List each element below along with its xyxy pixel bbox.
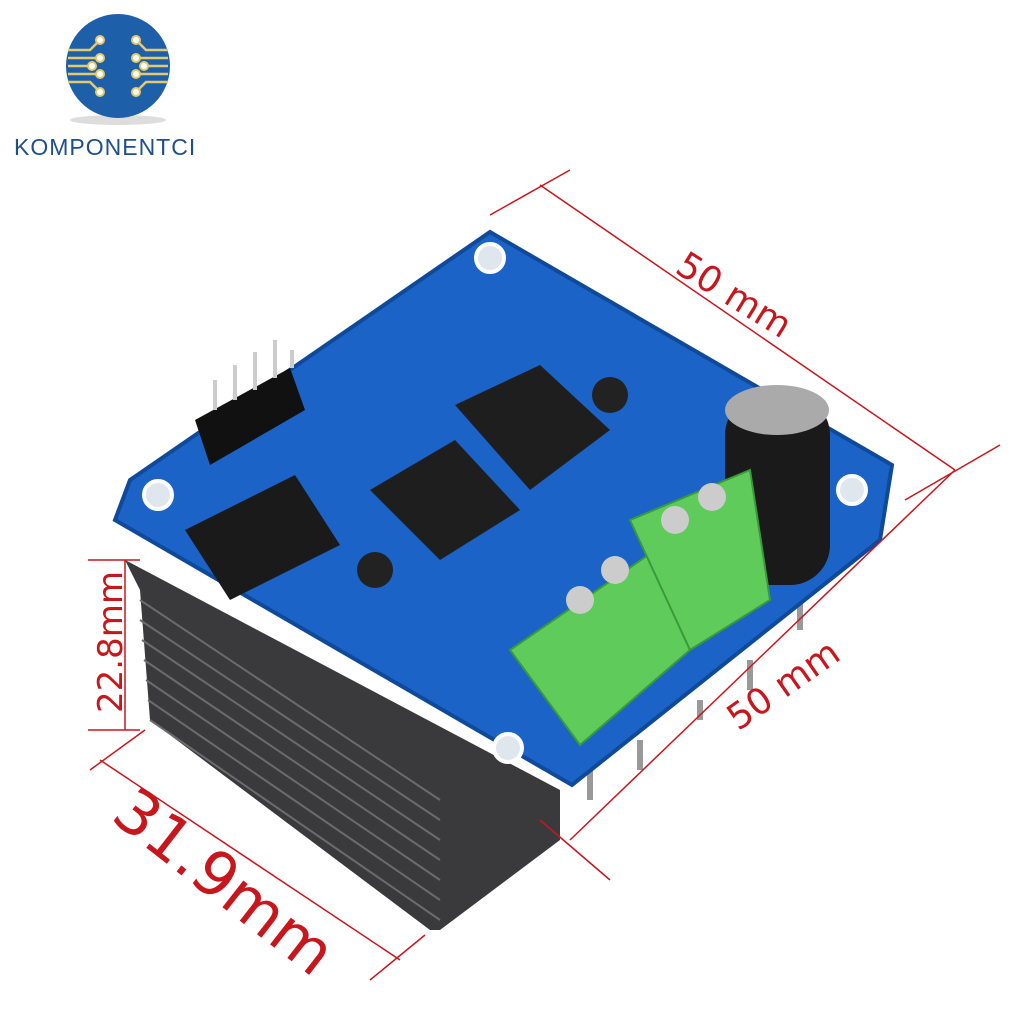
dimension-lines xyxy=(88,169,1001,981)
dimension-height: 22.8mm xyxy=(90,571,131,713)
bts7960-chip-2 xyxy=(455,365,610,490)
bts7960-chip-1 xyxy=(370,440,520,560)
mounting-holes xyxy=(142,242,868,764)
terminal-pins xyxy=(587,600,803,800)
logo-icon xyxy=(66,14,170,125)
brand-name: KOMPONENTCI xyxy=(14,134,197,160)
screw xyxy=(357,552,393,588)
logic-chip xyxy=(185,475,340,600)
heatsink xyxy=(125,560,560,930)
screw-terminals xyxy=(508,468,772,747)
screw xyxy=(592,377,628,413)
pin-header xyxy=(195,368,305,465)
